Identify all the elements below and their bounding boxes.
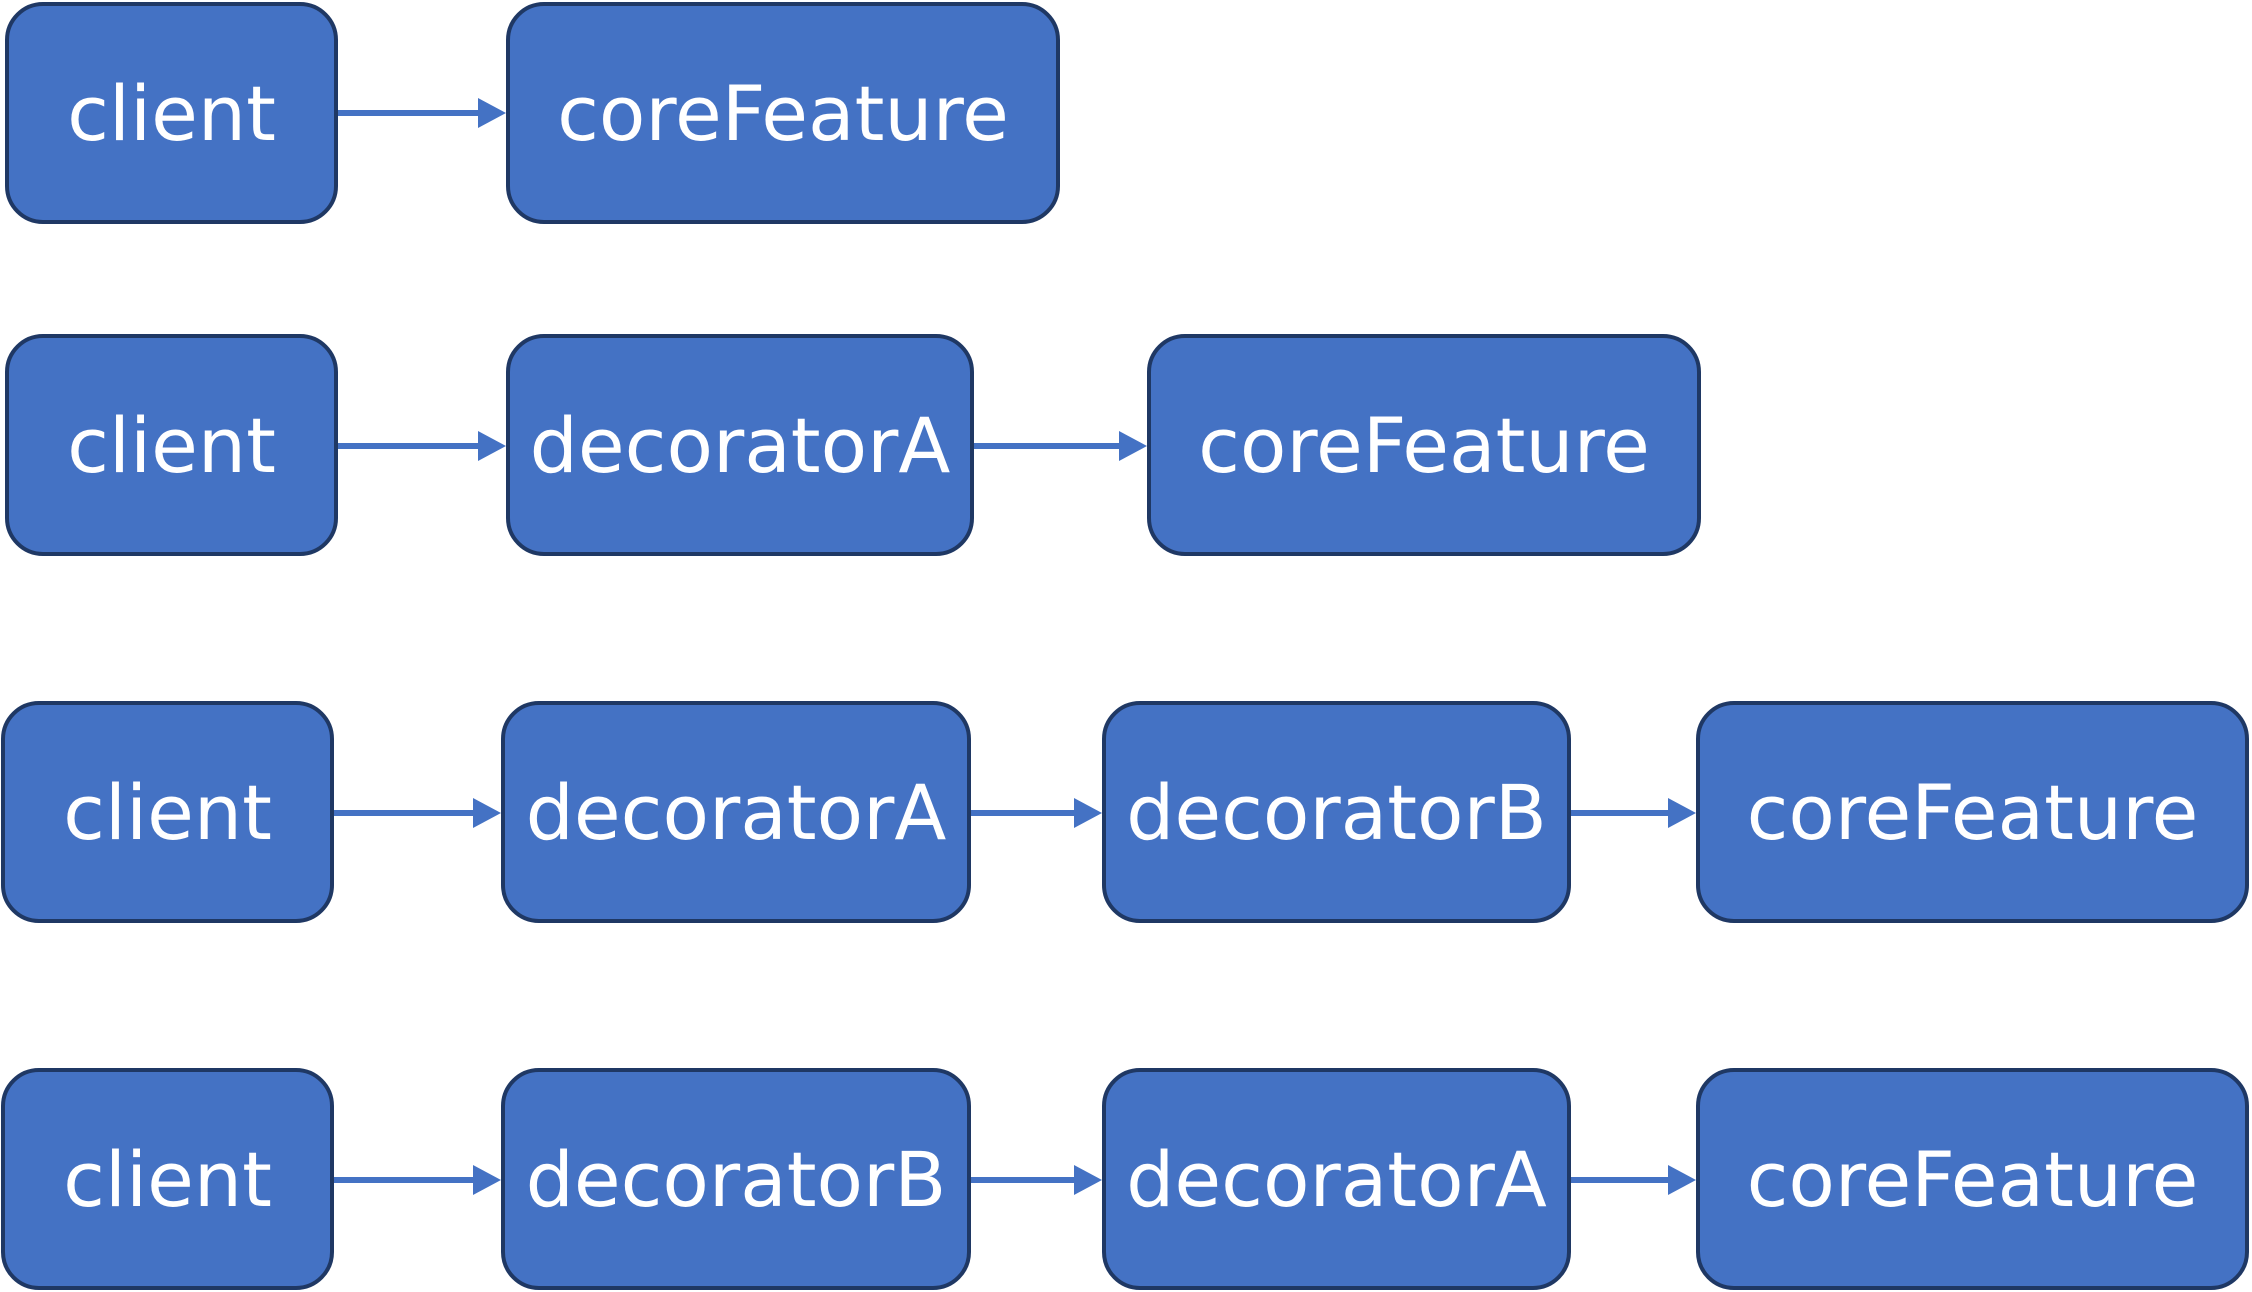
row3-arrow-1 — [334, 798, 501, 828]
row4-client-node: client — [1, 1068, 334, 1290]
row2-corefeature-node: coreFeature — [1147, 334, 1701, 556]
row4-arrow-1 — [334, 1165, 501, 1195]
row3-decoratorB-node: decoratorB — [1102, 701, 1571, 923]
row3-arrow-3 — [1571, 798, 1696, 828]
row3-corefeature-node: coreFeature — [1696, 701, 2249, 923]
row1-arrow-1 — [338, 98, 506, 128]
row3-client-node: client — [1, 701, 334, 923]
row4-decoratorA-node: decoratorA — [1102, 1068, 1571, 1290]
row4-arrow-3 — [1571, 1165, 1696, 1195]
row2-decoratorA-node: decoratorA — [506, 334, 974, 556]
row4-arrow-2 — [971, 1165, 1102, 1195]
row3-arrow-2 — [971, 798, 1102, 828]
row2-arrow-2 — [974, 431, 1147, 461]
row1-client-node: client — [5, 2, 338, 224]
row1-corefeature-node: coreFeature — [506, 2, 1060, 224]
row4-corefeature-node: coreFeature — [1696, 1068, 2249, 1290]
row4-decoratorB-node: decoratorB — [501, 1068, 971, 1290]
row3-decoratorA-node: decoratorA — [501, 701, 971, 923]
row2-client-node: client — [5, 334, 338, 556]
row2-arrow-1 — [338, 431, 506, 461]
